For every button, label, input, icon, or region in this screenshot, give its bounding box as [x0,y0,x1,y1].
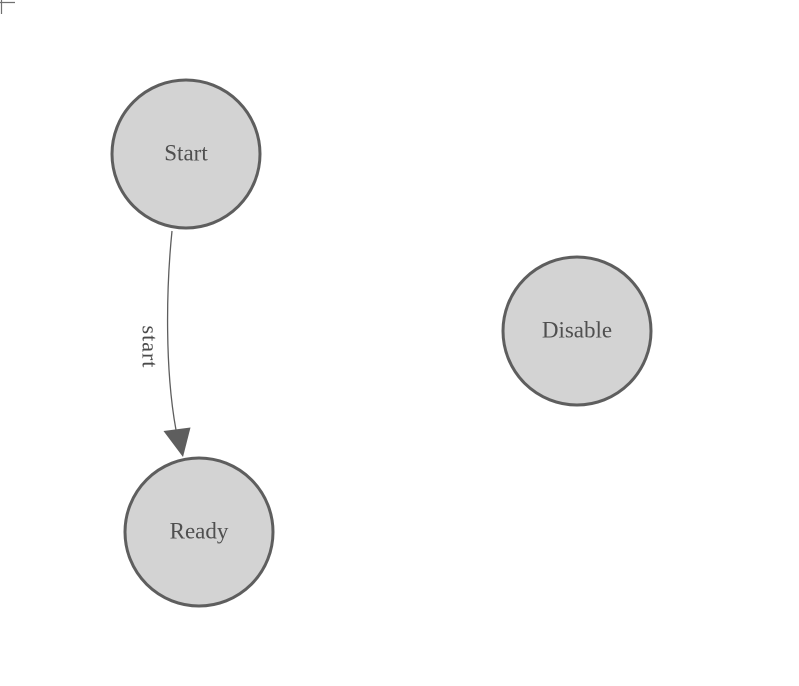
edge-start-ready[interactable]: start [138,230,191,457]
node-disable-label: Disable [542,318,612,343]
corner-mark [0,0,15,14]
edge-arrowhead-icon [163,427,191,457]
node-start-label: Start [164,141,208,166]
node-start-circle[interactable] [110,78,262,230]
node-ready[interactable]: Ready [123,456,275,608]
edge-path[interactable] [166,230,177,431]
node-ready-circle[interactable] [123,456,275,608]
edge-label: start [138,326,163,369]
node-ready-label: Ready [170,519,229,544]
node-start[interactable]: Start [110,78,262,230]
node-disable-circle[interactable] [501,255,653,407]
node-disable[interactable]: Disable [501,255,653,407]
